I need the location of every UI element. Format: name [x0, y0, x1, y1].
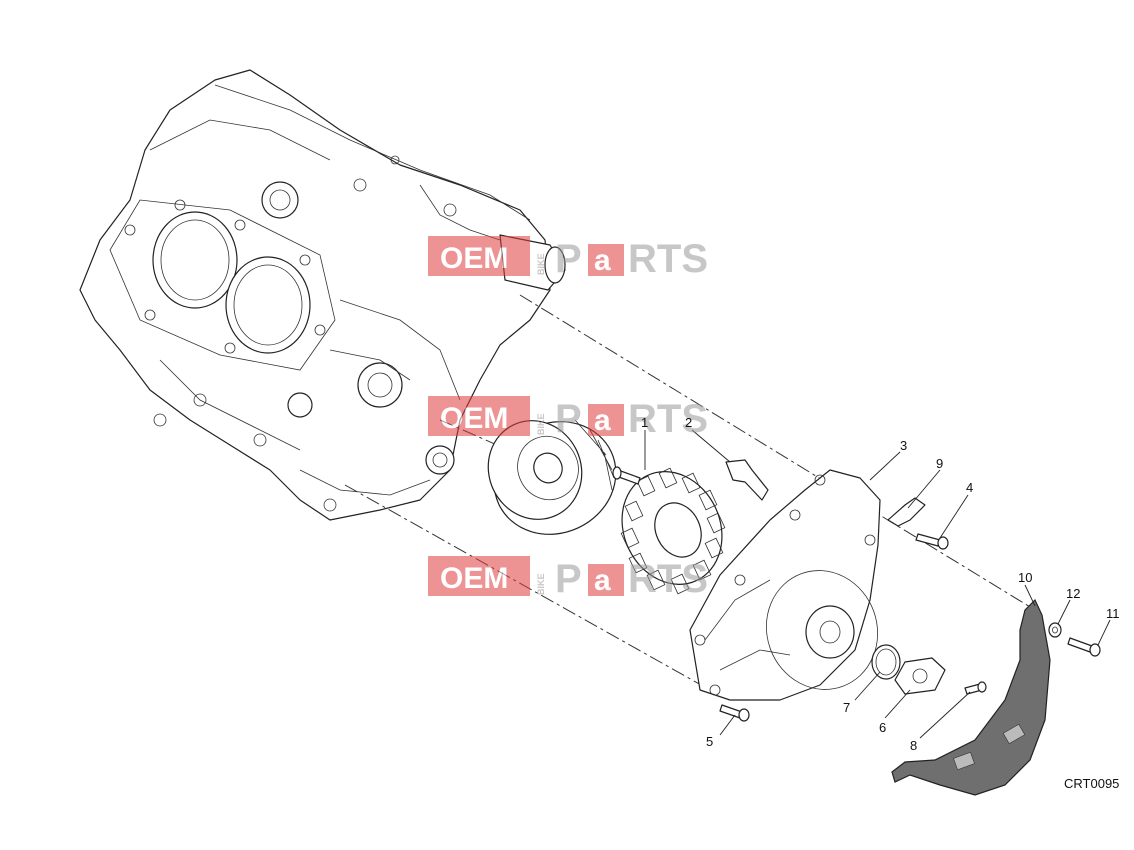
watermark-a: a: [594, 564, 611, 597]
callout-11: 11: [1106, 606, 1120, 621]
watermark-oem: OEM: [440, 242, 508, 275]
screw-icon: [612, 466, 641, 485]
watermark: OEM BIKE P a RTS OEM BIKE P a RTS OEM BI…: [428, 236, 708, 601]
callout-5: 5: [706, 734, 713, 749]
callout-8: 8: [910, 738, 917, 753]
watermark-row-top: OEM BIKE P a RTS: [428, 236, 708, 281]
callout-3: 3: [900, 438, 907, 453]
watermark-row-middle: OEM BIKE P a RTS: [428, 396, 708, 441]
leader-lines: [644, 429, 1111, 739]
diagram-reference-code: CRT0095: [1064, 776, 1119, 791]
callout-1: 1: [641, 415, 648, 430]
callout-10: 10: [1018, 570, 1032, 585]
stator-icon: [620, 467, 726, 595]
watermark-rts: RTS: [628, 237, 708, 281]
watermark-row-bottom: OEM BIKE P a RTS: [428, 556, 708, 601]
washer-icon: [1048, 622, 1062, 638]
callout-7: 7: [843, 700, 850, 715]
watermark-p: P: [555, 557, 582, 601]
watermark-a: a: [594, 244, 611, 277]
clip-icon: [725, 459, 769, 501]
screw-icon: [719, 704, 750, 722]
watermark-p: P: [555, 237, 582, 281]
watermark-bike: BIKE: [536, 573, 546, 595]
watermark-rts: RTS: [628, 557, 708, 601]
o-ring-icon: [871, 644, 901, 680]
watermark-bike: BIKE: [536, 253, 546, 275]
gasket-icon: [894, 657, 946, 695]
generator-cover-icon: [689, 469, 881, 701]
screw-icon: [915, 533, 949, 550]
guard-plate-icon: [891, 598, 1051, 796]
callout-4: 4: [966, 480, 973, 495]
watermark-rts: RTS: [628, 397, 708, 441]
flywheel-rotor-icon: [487, 419, 617, 535]
watermark-p: P: [555, 397, 582, 441]
watermark-oem: OEM: [440, 402, 508, 435]
callout-labels: 1 2 3 9 4 10 12 11 5 7 6 8: [641, 415, 1120, 753]
callout-6: 6: [879, 720, 886, 735]
callout-9: 9: [936, 456, 943, 471]
watermark-oem: OEM: [440, 562, 508, 595]
watermark-bike: BIKE: [536, 413, 546, 435]
clip-icon: [887, 497, 926, 527]
screw-icon: [1067, 637, 1101, 657]
callout-2: 2: [685, 415, 692, 430]
screw-icon: [964, 681, 987, 695]
watermark-a: a: [594, 404, 611, 437]
callout-12: 12: [1066, 586, 1080, 601]
